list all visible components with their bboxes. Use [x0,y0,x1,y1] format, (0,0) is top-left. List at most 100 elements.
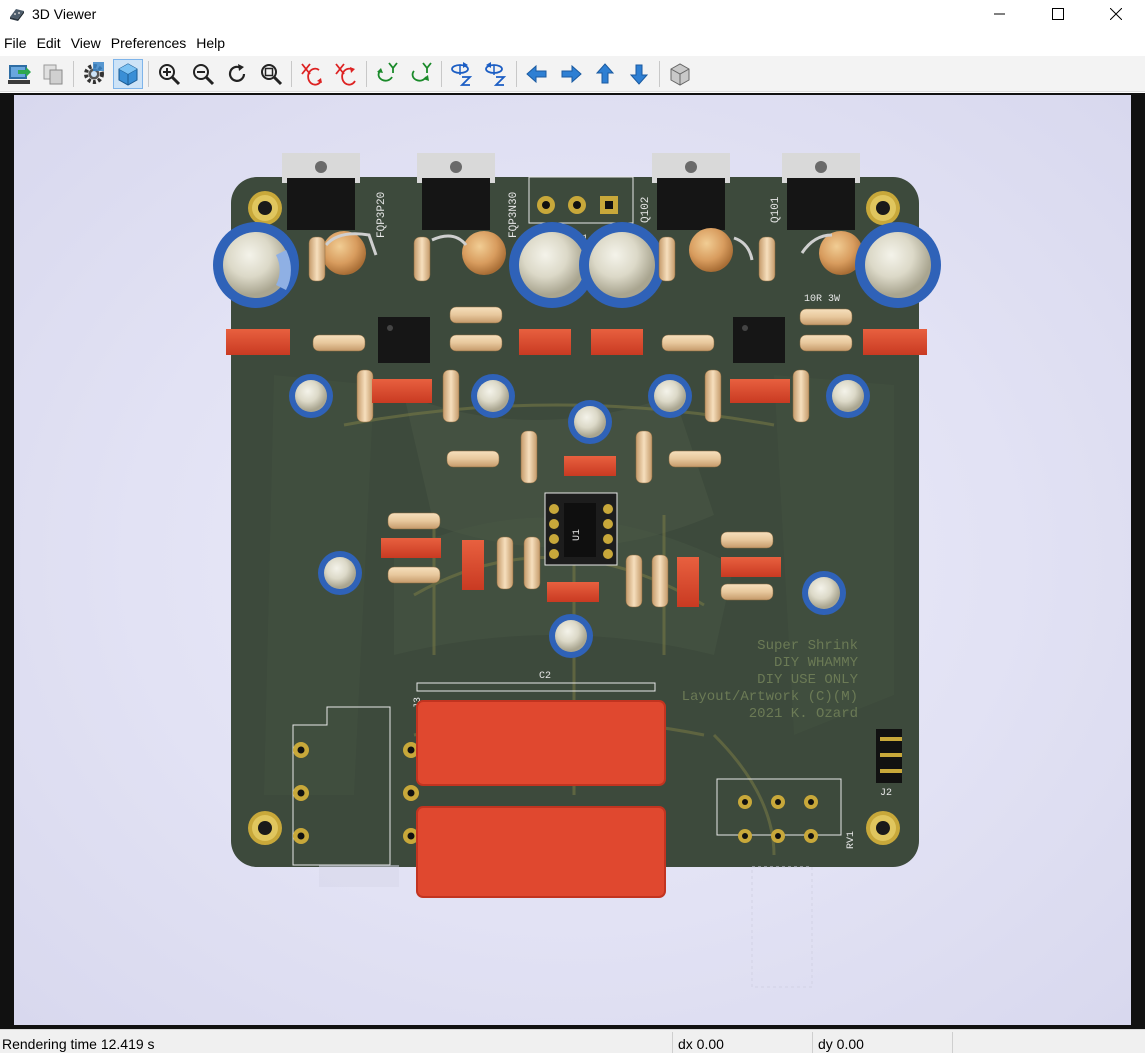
rotate-z-ccw-button[interactable] [481,59,511,89]
ref-q102: Q102 [640,197,652,223]
ic-socket-u1: U1 [544,492,618,566]
ref-rv1: RV1 [846,831,857,849]
rotate-x-ccw-button[interactable] [331,59,361,89]
close-button[interactable] [1087,0,1145,28]
reload-board-icon [8,64,31,84]
ref-u1: U1 [572,529,583,541]
op-amp-ics [378,317,785,363]
power-resistors: 10R 3W [322,228,863,305]
status-divider [672,1032,673,1053]
move-right-button[interactable] [556,59,586,89]
redraw-button[interactable] [222,59,252,89]
copy-image-button[interactable] [38,59,68,89]
app-icon [10,9,24,21]
film-caps [226,329,927,607]
menu-preferences[interactable]: Preferences [110,35,187,51]
toolbar-separator [291,60,292,87]
toolbar-separator [441,60,442,87]
pcb-render: FQP3P20 FQP3N30 Q102 Q101 J1 [213,153,941,988]
redraw-icon [228,63,246,82]
toolbar [0,56,1145,92]
rotate-x-cw-button[interactable] [297,59,327,89]
mounting-holes [248,191,900,845]
arrow-left-icon [526,64,547,83]
raytracing-toggle-button[interactable] [113,58,143,89]
label-10r-3w: 10R 3W [804,294,840,305]
menu-help[interactable]: Help [196,35,226,51]
move-up-button[interactable] [590,59,620,89]
maximize-button[interactable] [1029,0,1087,28]
zoom-fit-button[interactable] [256,59,286,89]
settings-button[interactable] [79,59,109,89]
canvas-frame: FQP3P20 FQP3N30 Q102 Q101 J1 [0,93,1145,1029]
maximize-icon [1052,8,1064,20]
film-cap-c2: C2 [416,671,666,898]
ortho-toggle-button[interactable] [665,59,695,89]
move-left-button[interactable] [522,59,552,89]
silk-line-3: DIY USE ONLY [757,672,858,688]
large-electrolytic-caps [213,222,941,308]
menu-view[interactable]: View [70,35,101,51]
connector-j2: J2 [876,729,902,799]
3d-canvas[interactable]: FQP3P20 FQP3N30 Q102 Q101 J1 [14,95,1131,1025]
silk-line-1: Super Shrink [757,638,858,654]
silk-line-2: DIY WHAMMY [774,655,859,671]
menu-edit[interactable]: Edit [36,35,61,51]
transistors: FQP3P20 FQP3N30 Q102 Q101 [282,153,860,238]
toolbar-separator [366,60,367,87]
resistors [308,236,810,608]
resistors-horizontal [312,306,853,601]
dy-status: dy 0.00 [818,1036,864,1052]
zoom-fit-icon [261,63,283,85]
ref-fqp3p20: FQP3P20 [376,192,388,238]
window-title: 3D Viewer [32,6,97,22]
menu-bar: File Edit View Preferences Help [0,32,230,54]
render-time-status: Rendering time 12.419 s [2,1036,155,1052]
toolbar-separator [73,60,74,87]
arrow-down-icon [629,64,649,85]
close-icon [1110,8,1122,20]
minimize-icon [994,13,1005,15]
title-bar: 3D Viewer [0,0,1145,28]
rotate-z-cw-button[interactable] [447,59,477,89]
silk-line-5: 2021 K. Ozard [749,706,858,722]
arrow-right-icon [561,64,582,83]
move-down-button[interactable] [624,59,654,89]
window-controls [971,0,1145,28]
ref-fqp3n30: FQP3N30 [508,192,520,238]
rotate-x-cw-icon [301,62,322,86]
raytrace-cube-icon [118,62,138,86]
menu-file[interactable]: File [4,35,27,51]
rotate-x-ccw-icon [335,62,356,86]
potentiometer-rv1: RV1 [716,778,857,988]
small-electrolytic-caps [289,374,870,658]
rotate-y-ccw-icon [411,61,432,82]
rotate-y-cw-button[interactable] [372,59,402,89]
status-bar: Rendering time 12.419 s dx 0.00 dy 0.00 [0,1029,1145,1053]
arrow-up-icon [595,62,615,83]
dx-status: dx 0.00 [678,1036,724,1052]
status-divider [812,1032,813,1053]
gear-icon [84,61,104,84]
zoom-out-icon [193,63,215,85]
toolbar-separator [516,60,517,87]
zoom-in-button[interactable] [154,59,184,89]
toolbar-separator [148,60,149,87]
silk-line-4: Layout/Artwork (C)(M) [682,689,858,705]
rotate-z-cw-icon [451,61,473,86]
ref-j2: J2 [880,788,892,799]
rotate-y-ccw-button[interactable] [406,59,436,89]
copy-icon [43,64,63,84]
minimize-button[interactable] [971,0,1029,28]
rotate-z-ccw-icon [485,61,507,86]
zoom-out-button[interactable] [188,59,218,89]
cube-outline-icon [670,62,690,86]
reload-board-button[interactable] [4,59,34,89]
silkscreen-text: Super Shrink DIY WHAMMY DIY USE ONLY Lay… [682,638,859,722]
zoom-in-icon [159,63,181,85]
ref-q101: Q101 [770,196,782,223]
status-divider [952,1032,953,1053]
toolbar-separator [659,60,660,87]
rotate-y-cw-icon [377,61,398,82]
